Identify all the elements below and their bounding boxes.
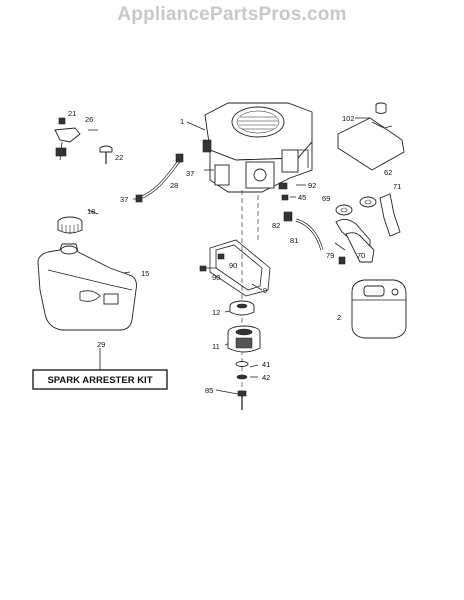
callout-2: 2 <box>337 313 341 322</box>
callout-81: 81 <box>290 236 298 245</box>
callout-42: 42 <box>262 373 270 382</box>
callout-71: 71 <box>393 182 401 191</box>
breather-tube-part[interactable] <box>295 218 324 251</box>
connector-part[interactable] <box>99 145 113 164</box>
callout-79: 79 <box>326 251 334 260</box>
gasket-part-69[interactable] <box>335 196 377 216</box>
pulley-part[interactable] <box>229 300 255 316</box>
bolt-part-85[interactable] <box>237 390 247 410</box>
fuel-line-part[interactable] <box>135 153 184 203</box>
base-gasket-part[interactable] <box>209 239 271 297</box>
callout-92: 92 <box>308 181 316 190</box>
plug-part-102[interactable] <box>375 102 387 114</box>
heat-shield-part[interactable] <box>337 117 405 171</box>
fitting-part-82[interactable] <box>283 211 293 222</box>
callout-102: 102 <box>342 114 355 123</box>
callout-22: 22 <box>115 153 123 162</box>
clutch-part[interactable] <box>227 325 261 353</box>
callout-90a: 90 <box>229 261 237 270</box>
callout-15: 15 <box>141 269 149 278</box>
callout-28: 28 <box>170 181 178 190</box>
fuel-tank-part[interactable] <box>37 243 137 331</box>
callout-11: 11 <box>212 342 220 351</box>
exhaust-pipe-part-70[interactable] <box>335 219 375 263</box>
bolt-part-90a[interactable] <box>199 265 216 272</box>
callout-45: 45 <box>298 193 306 202</box>
callout-26: 26 <box>85 115 93 124</box>
callout-69: 69 <box>322 194 330 203</box>
callout-41: 41 <box>262 360 270 369</box>
callout-62: 62 <box>384 168 392 177</box>
engine-part[interactable] <box>202 102 313 193</box>
gas-cap-part[interactable] <box>57 216 83 234</box>
callout-37a: 37 <box>186 169 194 178</box>
callout-82: 82 <box>272 221 280 230</box>
callout-29: 29 <box>97 340 105 349</box>
exhaust-pipe-part-71[interactable] <box>379 193 401 237</box>
callout-9: 9 <box>263 286 267 295</box>
callout-85: 85 <box>205 386 213 395</box>
bolt-part-79[interactable] <box>338 256 346 265</box>
spark-arrester-kit-part[interactable]: SPARK ARRESTER KIT <box>32 369 168 390</box>
watermark-header: AppliancePartsPros.com <box>117 4 347 25</box>
nut-part-45[interactable] <box>281 194 289 201</box>
callout-37b: 37 <box>120 195 128 204</box>
callout-18: 18 <box>87 207 95 216</box>
callout-21: 21 <box>68 109 76 118</box>
callout-1: 1 <box>180 117 184 126</box>
bolt-part-92[interactable] <box>278 182 288 190</box>
muffler-part[interactable] <box>351 279 407 339</box>
washer-part-41[interactable] <box>235 361 249 367</box>
washer-part-42[interactable] <box>236 374 248 380</box>
callout-90b: 90 <box>212 273 220 282</box>
spark-arrester-kit-label: SPARK ARRESTER KIT <box>47 375 152 386</box>
callout-70: 70 <box>357 251 365 260</box>
ignition-switch-part[interactable] <box>54 117 81 161</box>
bolt-part-90b[interactable] <box>217 253 225 260</box>
callout-12: 12 <box>212 308 220 317</box>
